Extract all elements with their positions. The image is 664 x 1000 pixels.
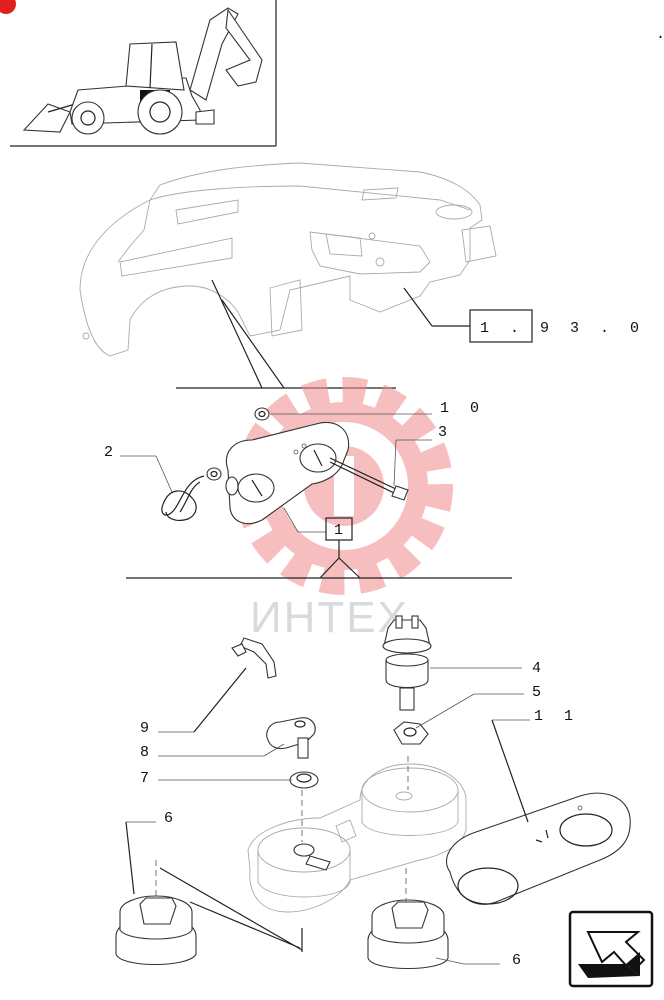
watermark-text: ИНТЕХ (250, 593, 409, 642)
group-box-label: 1 (334, 522, 349, 539)
clip-part-9[interactable] (231, 637, 277, 679)
callout-8-label: 8 (140, 744, 155, 761)
callout-4-label: 4 (532, 660, 547, 677)
callout-2[interactable]: 2 (104, 444, 173, 493)
washer-part-7[interactable] (289, 771, 319, 789)
corner-badge (0, 0, 16, 14)
switch-part-4[interactable] (382, 615, 432, 711)
callout-5[interactable]: 5 (415, 684, 547, 729)
switch-housing[interactable] (247, 763, 467, 913)
knob-part-6a[interactable] (115, 895, 197, 966)
callout-5-label: 5 (532, 684, 547, 701)
nut-part-5[interactable] (393, 721, 429, 745)
spacer-part-10[interactable] (254, 407, 270, 421)
next-page-button[interactable] (568, 910, 654, 988)
callout-6a[interactable]: 6 (125, 810, 179, 895)
knob-bracket-leader (159, 867, 303, 952)
callout-9[interactable]: 9 (140, 667, 247, 737)
connector-part[interactable] (225, 476, 239, 496)
callout-4[interactable]: 4 (430, 660, 547, 677)
dashboard-assembly[interactable] (79, 162, 497, 357)
screw-part-3[interactable] (329, 457, 409, 501)
callout-6b-label: 6 (512, 952, 527, 969)
top-right-mark: . (656, 26, 664, 43)
wire-clip-part-2[interactable] (161, 475, 205, 521)
reference-box[interactable]: 1 . 9 3 . 0 (403, 287, 645, 343)
callout-3[interactable]: 3 (393, 424, 453, 487)
rotary-knob-seat[interactable] (293, 843, 331, 871)
callout-6a-label: 6 (164, 810, 179, 827)
callout-10-label: 1 0 (440, 400, 485, 417)
callout-9-label: 9 (140, 720, 155, 737)
switch-panel[interactable] (226, 422, 350, 525)
cover-plate-part-11[interactable] (445, 792, 631, 905)
callout-3-label: 3 (438, 424, 453, 441)
next-page-arrow-icon (578, 931, 646, 978)
callout-7-label: 7 (140, 770, 155, 787)
knob-part-6b[interactable] (367, 899, 449, 969)
callout-6b[interactable]: 6 (435, 952, 527, 969)
spacer-part-10b[interactable] (206, 467, 222, 481)
callout-11[interactable]: 1 1 (491, 708, 579, 823)
machine-thumbnail[interactable] (10, 0, 277, 147)
group-box-1[interactable]: 1 (126, 507, 512, 579)
callout-7[interactable]: 7 (140, 770, 292, 787)
callout-2-label: 2 (104, 444, 119, 461)
callout-10[interactable]: 1 0 (270, 400, 485, 417)
callout-8[interactable]: 8 (140, 743, 285, 761)
reference-label: 1 . 9 3 . 0 (480, 320, 645, 337)
lever-part-8[interactable] (266, 717, 316, 759)
dashboard-leader (176, 279, 396, 389)
callout-11-label: 1 1 (534, 708, 579, 725)
